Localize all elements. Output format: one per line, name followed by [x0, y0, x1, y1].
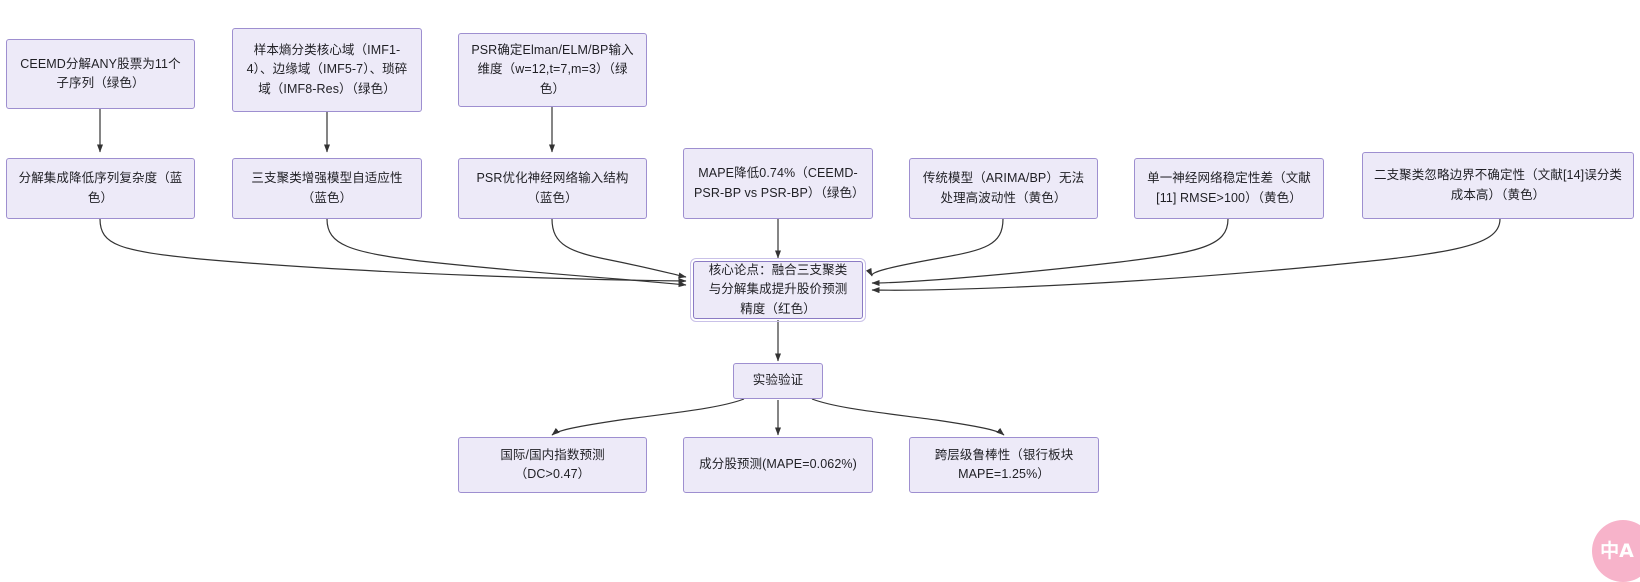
edge-singlenn-core — [871, 218, 1229, 286]
node-three-way-adaptive-label: 三支聚类增强模型自适应性（蓝色） — [251, 171, 403, 205]
edge-experiment-index — [551, 398, 745, 436]
edge-twoway-core — [871, 218, 1501, 294]
node-cross-level-robustness-label: 跨层级鲁棒性（银行板块MAPE=1.25%） — [934, 447, 1074, 481]
node-experiment-validation-label: 实验验证 — [752, 373, 804, 388]
node-experiment-validation[interactable]: 实验验证 — [733, 363, 823, 399]
edge-psropt-core — [551, 218, 687, 279]
node-psr-optimize-label: PSR优化神经网络输入结构（蓝色） — [476, 171, 629, 205]
node-sequence-complexity-label: 分解集成降低序列复杂度（蓝色） — [18, 171, 183, 205]
node-sample-entropy-label: 样本熵分类核心域（IMF1-4）、边缘域（IMF5-7）、琐碎域（IMF8-Re… — [246, 42, 408, 96]
node-psr-optimize[interactable]: PSR优化神经网络输入结构（蓝色） — [458, 158, 647, 219]
edge-adaptive-core — [326, 218, 687, 288]
node-single-network-label: 单一神经网络稳定性差（文献[11] RMSE>100）（黄色） — [1147, 171, 1311, 205]
node-ceemd-label: CEEMD分解ANY股票为11个子序列（绿色） — [20, 56, 181, 90]
watermark-logo: 中A — [1592, 520, 1640, 582]
node-traditional-model[interactable]: 传统模型（ARIMA/BP）无法处理高波动性（黄色） — [909, 158, 1098, 219]
node-index-prediction[interactable]: 国际/国内指数预测（DC>0.47） — [458, 437, 647, 493]
node-three-way-adaptive[interactable]: 三支聚类增强模型自适应性（蓝色） — [232, 158, 422, 219]
node-component-prediction[interactable]: 成分股预测(MAPE=0.062%) — [683, 437, 873, 493]
node-ceemd[interactable]: CEEMD分解ANY股票为11个子序列（绿色） — [6, 39, 195, 109]
node-sequence-complexity[interactable]: 分解集成降低序列复杂度（蓝色） — [6, 158, 195, 219]
edge-experiment-robustness — [811, 398, 1005, 436]
node-single-network[interactable]: 单一神经网络稳定性差（文献[11] RMSE>100）（黄色） — [1134, 158, 1324, 219]
node-two-way-cluster-label: 二支聚类忽略边界不确定性（文献[14]误分类成本高）（黄色） — [1373, 168, 1623, 202]
node-core-thesis-label: 核心论点：融合三支聚类与分解集成提升股价预测精度（红色） — [708, 262, 848, 316]
node-two-way-cluster[interactable]: 二支聚类忽略边界不确定性（文献[14]误分类成本高）（黄色） — [1362, 152, 1634, 219]
node-psr-dimension[interactable]: PSR确定Elman/ELM/BP输入维度（w=12,t=7,m=3）（绿色） — [458, 33, 647, 107]
watermark-text: 中A — [1600, 539, 1634, 562]
edge-complexity-core — [99, 218, 687, 284]
node-component-prediction-label: 成分股预测(MAPE=0.062%) — [699, 457, 857, 472]
node-psr-dimension-label: PSR确定Elman/ELM/BP输入维度（w=12,t=7,m=3）（绿色） — [471, 42, 634, 96]
node-mape-reduction[interactable]: MAPE降低0.74%（CEEMD-PSR-BP vs PSR-BP）（绿色） — [683, 148, 873, 219]
node-traditional-model-label: 传统模型（ARIMA/BP）无法处理高波动性（黄色） — [922, 171, 1085, 205]
node-cross-level-robustness[interactable]: 跨层级鲁棒性（银行板块MAPE=1.25%） — [909, 437, 1099, 493]
node-index-prediction-label: 国际/国内指数预测（DC>0.47） — [500, 447, 605, 481]
node-core-thesis[interactable]: 核心论点：融合三支聚类与分解集成提升股价预测精度（红色） — [690, 258, 866, 322]
node-mape-reduction-label: MAPE降低0.74%（CEEMD-PSR-BP vs PSR-BP）（绿色） — [694, 166, 865, 200]
edge-arima-core — [865, 218, 1004, 277]
node-sample-entropy[interactable]: 样本熵分类核心域（IMF1-4）、边缘域（IMF5-7）、琐碎域（IMF8-Re… — [232, 28, 422, 112]
